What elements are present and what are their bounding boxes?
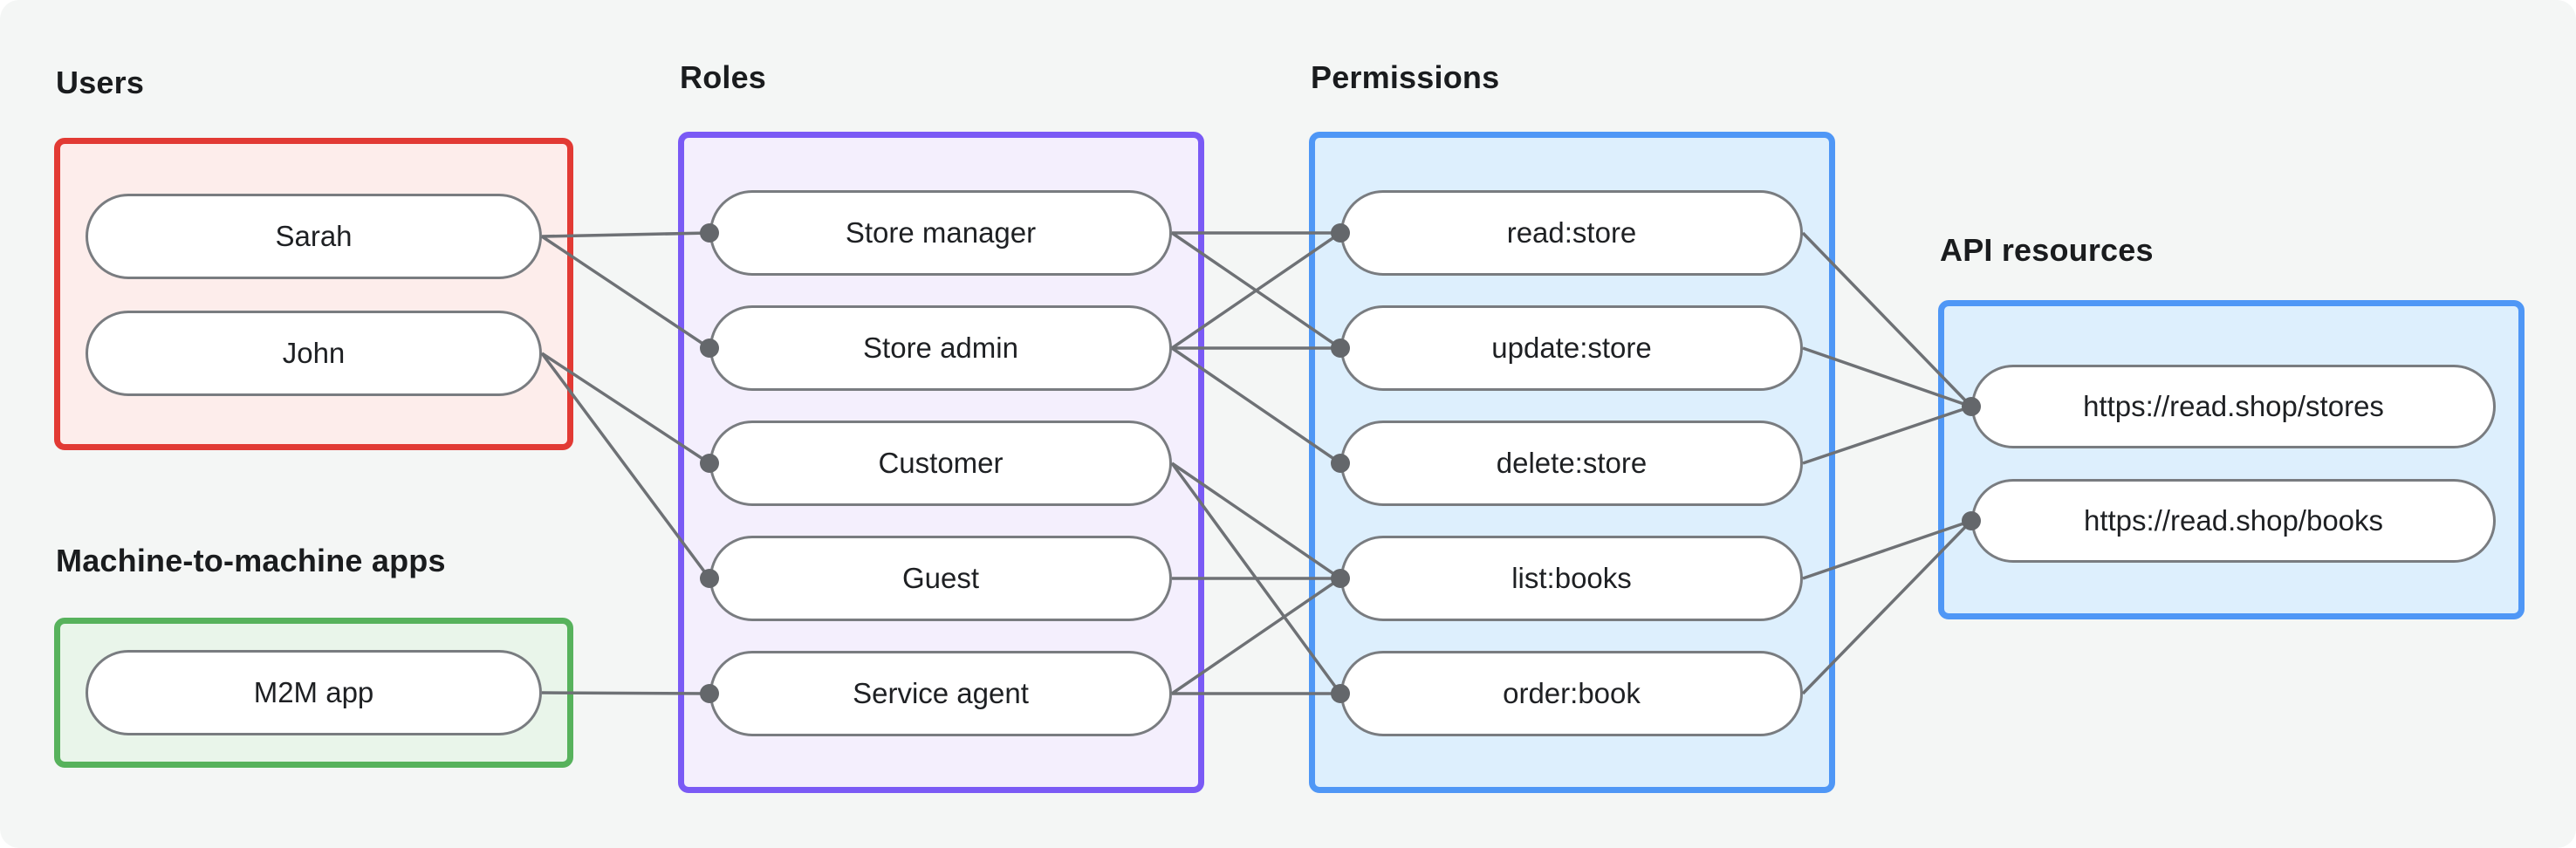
node-sarah: Sarah: [86, 194, 542, 279]
m2m-group-box: M2M app: [54, 618, 573, 768]
node-store-manager: Store manager: [709, 190, 1172, 276]
node-store-admin: Store admin: [709, 305, 1172, 391]
permissions-group-title: Permissions: [1311, 59, 1500, 95]
m2m-group-title: Machine-to-machine apps: [56, 543, 446, 578]
node-customer: Customer: [709, 421, 1172, 506]
node-john: John: [86, 311, 542, 396]
node-update-store: update:store: [1340, 305, 1803, 391]
api-resources-group-box: https://read.shop/stores https://read.sh…: [1938, 300, 2525, 619]
node-api-stores: https://read.shop/stores: [1971, 365, 2496, 448]
users-group-title: Users: [56, 65, 145, 100]
api-resources-group-title: API resources: [1940, 232, 2154, 268]
node-m2m-app: M2M app: [86, 650, 542, 735]
node-guest: Guest: [709, 536, 1172, 621]
users-group-box: Sarah John: [54, 138, 573, 450]
node-delete-store: delete:store: [1340, 421, 1803, 506]
roles-group-title: Roles: [680, 59, 767, 95]
roles-group-box: Store manager Store admin Customer Guest…: [678, 132, 1204, 793]
node-service-agent: Service agent: [709, 651, 1172, 736]
node-order-book: order:book: [1340, 651, 1803, 736]
node-api-books: https://read.shop/books: [1971, 479, 2496, 563]
permissions-group-box: read:store update:store delete:store lis…: [1309, 132, 1835, 793]
node-list-books: list:books: [1340, 536, 1803, 621]
node-read-store: read:store: [1340, 190, 1803, 276]
